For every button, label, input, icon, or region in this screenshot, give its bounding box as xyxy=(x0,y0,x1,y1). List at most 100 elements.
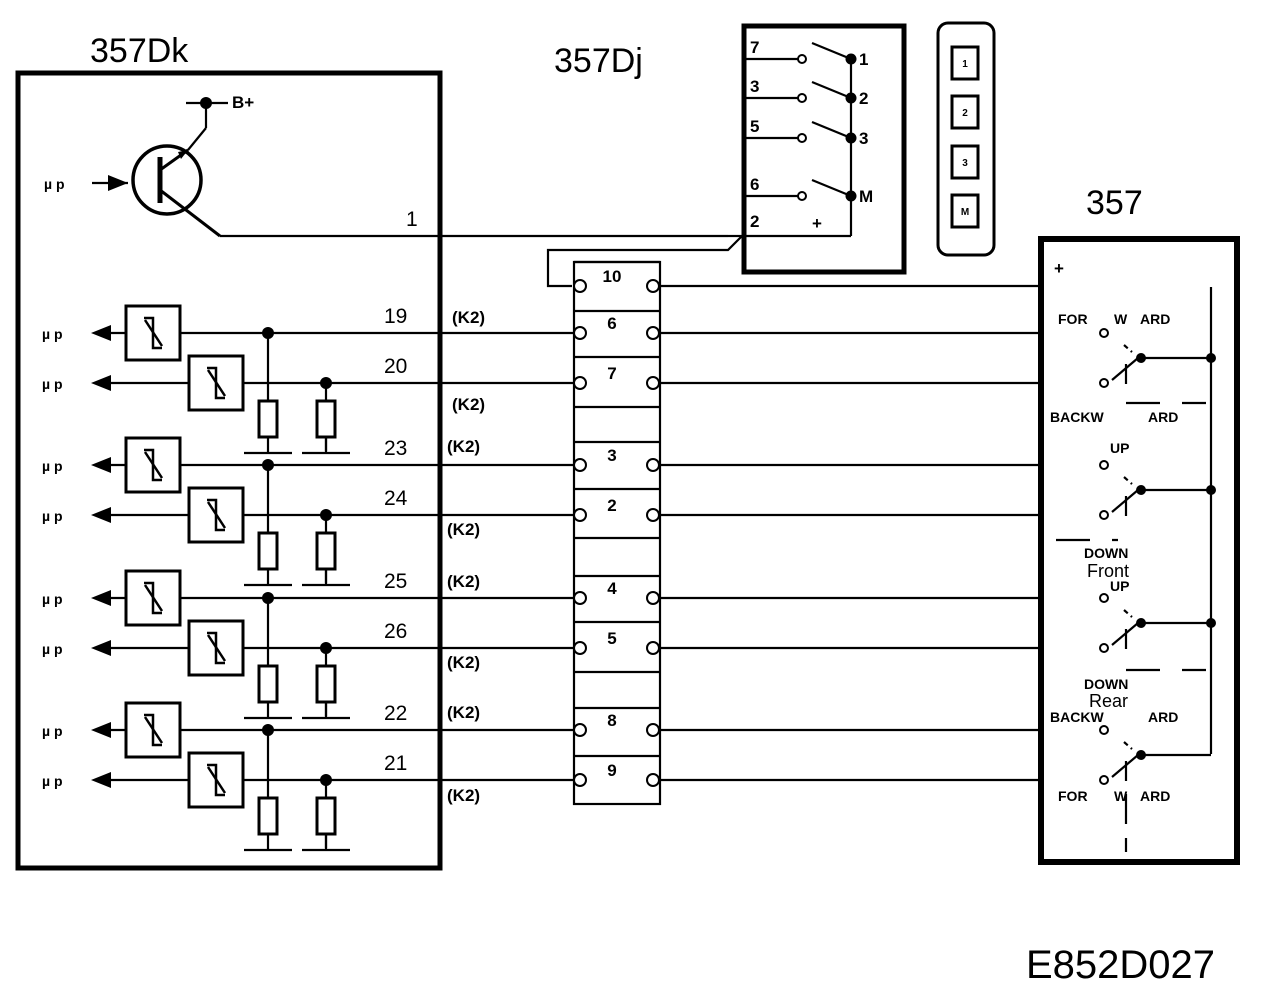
switch-357-contact xyxy=(1099,593,1211,653)
connector-pin-label: 3 xyxy=(607,446,616,465)
input-row: µ p 19 (K2) xyxy=(42,304,576,362)
wire-label: 22 xyxy=(384,702,407,725)
dj-left-pin: 7 xyxy=(750,38,759,57)
pulldown-pair xyxy=(244,327,350,455)
input-row: µ p 25 (K2) xyxy=(42,569,576,627)
arrow-icon xyxy=(91,375,111,391)
connector-block: 10 6 7 3 2 4 5 8 9 xyxy=(572,260,1211,806)
resistor-icon xyxy=(257,664,279,704)
switch-357-title: 357 xyxy=(1086,184,1143,222)
connector-pin: 10 xyxy=(573,267,1100,293)
arrow-icon xyxy=(91,457,111,473)
connector-pin: 9 xyxy=(573,761,1100,787)
arrow-icon xyxy=(91,325,111,341)
label-down-1: DOWN xyxy=(1084,545,1128,561)
uP-label: µ p xyxy=(42,641,63,657)
uP-label: µ p xyxy=(42,723,63,739)
connector-pin-label: 4 xyxy=(607,579,617,598)
switch-357-contact xyxy=(1099,328,1211,388)
connector-pin: 4 xyxy=(573,579,1100,605)
dj-left-pin: 6 xyxy=(750,175,759,194)
label-ard-2: ARD xyxy=(1148,709,1178,725)
arrow-icon xyxy=(91,722,111,738)
connector-pin-label: 2 xyxy=(607,496,616,515)
label-ard-3: ARD xyxy=(1140,788,1170,804)
label-backw-1: BACKW xyxy=(1050,409,1104,425)
connector-pin: 7 xyxy=(573,364,1100,390)
keypad-label: M xyxy=(961,207,969,218)
label-rear: Rear xyxy=(1089,691,1128,711)
connector-pin: 3 xyxy=(573,446,1100,472)
dj-right-pin: M xyxy=(859,187,873,206)
label-front: Front xyxy=(1087,561,1129,581)
uP-label: µ p xyxy=(42,326,63,342)
resistor-icon xyxy=(315,531,337,571)
uP-label: µ p xyxy=(42,591,63,607)
bus-lines xyxy=(244,327,350,852)
switch-357dj-title: 357Dj xyxy=(554,42,643,80)
resistor-icon xyxy=(315,399,337,439)
module-357dk-frame xyxy=(15,70,443,871)
dj-contact: 6M xyxy=(746,175,873,206)
k2-label: (K2) xyxy=(447,437,480,456)
switch-357-frame xyxy=(1038,236,1240,865)
wire-label: 19 xyxy=(384,305,407,328)
keypad-label: 3 xyxy=(962,158,968,169)
connector-pin-label: 8 xyxy=(607,711,616,730)
dj-right-pin: 1 xyxy=(859,50,868,69)
keypad-button: M xyxy=(950,193,980,229)
transistor-symbol: B+ µ p xyxy=(44,93,254,238)
connector-pin: 5 xyxy=(573,629,1100,655)
k2-label: (K2) xyxy=(447,520,480,539)
label-down-2: DOWN xyxy=(1084,676,1128,692)
resistor-icon xyxy=(315,796,337,836)
resistor-icon xyxy=(257,399,279,439)
label-backw-2: BACKW xyxy=(1050,709,1104,725)
wire-label: 23 xyxy=(384,437,407,460)
input-rows: µ p19(K2)µ p20(K2)µ p23(K2)µ p24(K2)µ p2… xyxy=(42,304,576,809)
dj-left-pin: 5 xyxy=(750,117,759,136)
connector-pin: 2 xyxy=(573,496,1100,522)
dj-contact: 71 xyxy=(746,38,868,69)
drawing-code: E852D027 xyxy=(1026,943,1215,987)
label-w-2: W xyxy=(1114,788,1128,804)
wire-label: 25 xyxy=(384,570,407,593)
pulldown-pair xyxy=(244,592,350,720)
input-row: µ p20(K2) xyxy=(42,354,576,414)
keypad-button: 3 xyxy=(950,144,980,180)
uP-label: µ p xyxy=(42,508,63,524)
switch-357dj-frame xyxy=(741,23,907,275)
dj-plus: + xyxy=(812,214,822,233)
supply-label: B+ xyxy=(232,93,254,112)
k2-label: (K2) xyxy=(447,703,480,722)
connector-pin-label: 5 xyxy=(607,629,616,648)
arrow-icon xyxy=(91,507,111,523)
connector-pin: 8 xyxy=(573,711,1100,737)
dj-left-pin-2: 2 xyxy=(750,212,759,231)
uP-label: µ p xyxy=(42,458,63,474)
switch-357-contact xyxy=(1099,460,1211,520)
wire-label-1: 1 xyxy=(406,208,418,231)
k2-label: (K2) xyxy=(447,572,480,591)
input-row: µ p26(K2) xyxy=(42,619,576,677)
k2-label: (K2) xyxy=(452,308,485,327)
dj-contact: 53 xyxy=(746,117,868,148)
label-ard-1: ARD xyxy=(1148,409,1178,425)
dj-right-pin: 2 xyxy=(859,89,868,108)
label-forward-for: FOR xyxy=(1058,311,1088,327)
switch-357-contact xyxy=(1099,725,1211,785)
k2-label: (K2) xyxy=(452,395,485,414)
switch-357-plus: + xyxy=(1054,259,1064,278)
arrow-icon xyxy=(91,772,111,788)
label-up-1: UP xyxy=(1110,440,1129,456)
label-forward-w: W xyxy=(1114,311,1128,327)
module-357dk: 357Dk B+ µ p 1 µ p19(K2)µ p20(K2)µ p23(K… xyxy=(15,32,742,871)
resistor-icon xyxy=(315,664,337,704)
keypad-button: 1 xyxy=(950,45,980,81)
connector-pin-label: 6 xyxy=(607,314,616,333)
resistor-icon xyxy=(257,796,279,836)
arrow-icon xyxy=(91,590,111,606)
